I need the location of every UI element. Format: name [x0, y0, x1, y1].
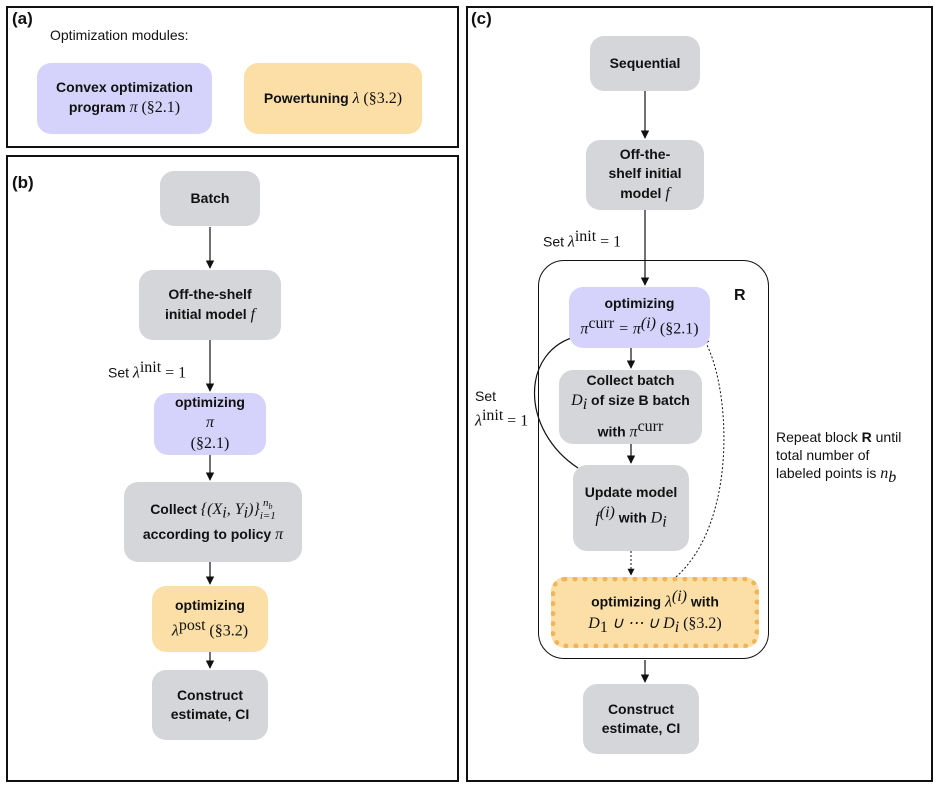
loop-arrow-dotted: [675, 337, 725, 578]
c-construct-node: Construct estimate, CI: [583, 684, 699, 754]
c-optimizing-lambda-node: optimizing λ(i) with D1 ∪ ⋯ ∪ Di (§3.2): [551, 577, 759, 648]
c-update-model-node: Update model f(i) with Di: [573, 465, 689, 551]
panel-c: [466, 6, 933, 782]
b-set-lambda: Set λinit = 1: [108, 359, 187, 382]
repeat-block-note: Repeat block R until total number of lab…: [776, 429, 902, 487]
c-initial-model-node: Off-the- shelf initial model f: [586, 140, 704, 210]
block-r-label: R: [734, 287, 746, 304]
batch-node: Batch: [160, 171, 260, 226]
c-collect-batch-node: Collect batch Di of size B batch with πc…: [559, 370, 702, 444]
b-construct-node: Construct estimate, CI: [152, 670, 268, 740]
b-optimizing-lambda-node: optimizing λpost (§3.2): [152, 586, 268, 652]
convex-optimization-node: Convex optimization program π (§2.1): [37, 63, 212, 134]
loop-arrow-solid: [534, 333, 579, 469]
c-optimizing-pi-curr-node: optimizing πcurr = π(i) (§2.1): [569, 287, 710, 348]
c-loop-set-lambda: Set λinit = 1: [475, 388, 529, 430]
panel-b-label: (b): [12, 173, 34, 192]
c-set-lambda: Set λinit = 1: [543, 228, 622, 251]
panel-a: [6, 6, 459, 148]
panel-a-label: (a): [12, 9, 33, 28]
block-r: [538, 260, 769, 659]
convex-line1: Convex optimization: [56, 79, 193, 96]
panel-c-label: (c): [471, 9, 492, 28]
panel-b: [6, 155, 459, 782]
convex-line2: program π (§2.1): [68, 99, 181, 117]
powertuning-line: Powertuning λ (§3.2): [263, 89, 403, 107]
b-initial-model-node: Off-the-shelf initial model f: [139, 270, 281, 340]
panel-a-heading: Optimization modules:: [50, 27, 189, 43]
b-optimizing-pi-node: optimizing π (§2.1): [154, 393, 266, 455]
sequential-node: Sequential: [590, 36, 700, 91]
powertuning-node: Powertuning λ (§3.2): [244, 63, 422, 134]
